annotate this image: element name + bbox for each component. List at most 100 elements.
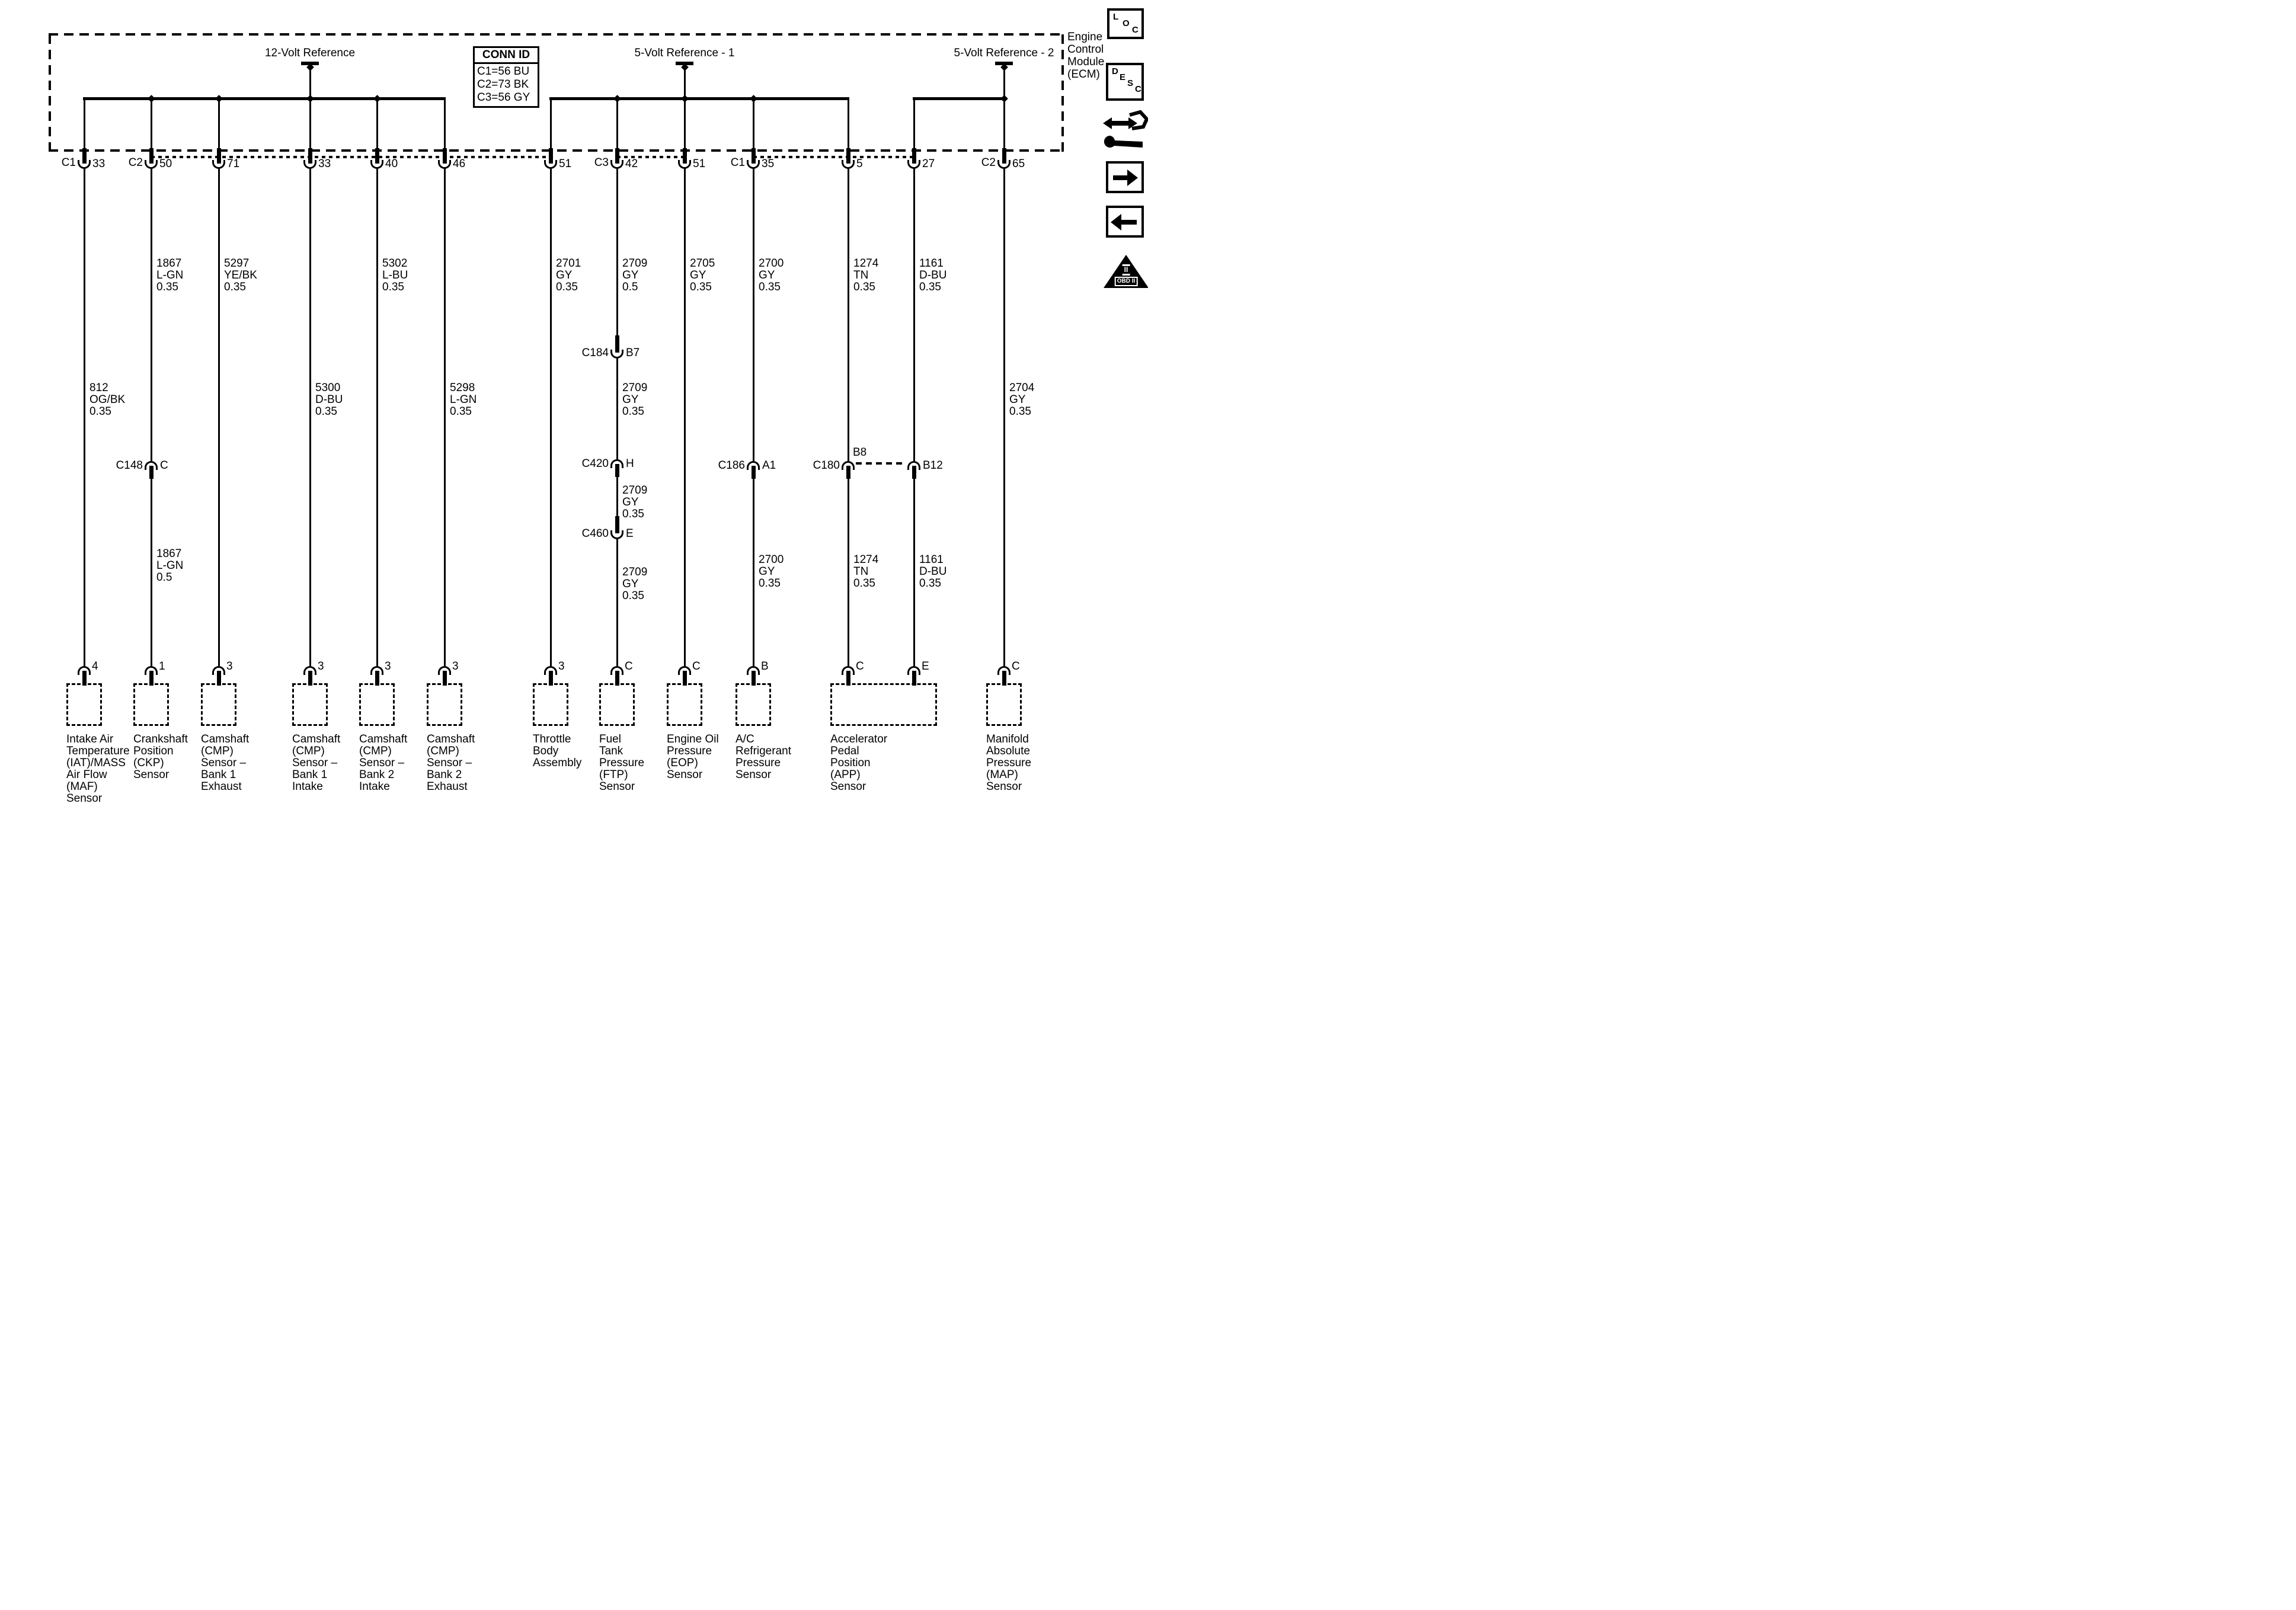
inline-connector-pin: H [626,457,634,470]
pin-stub [615,464,619,477]
pin-stub [216,671,221,686]
device-label: Accelerator [830,733,888,745]
ecm-pin-number: 71 [227,158,240,170]
device-label: Pressure [986,757,1032,769]
device-label: Absolute [986,745,1030,757]
pin-stub [82,148,87,164]
circuit-wire [83,97,85,666]
ecm-label: Engine Control Module (ECM) [1067,31,1104,81]
device-label: Pressure [599,757,645,769]
inline-connector-pin: B7 [626,347,640,359]
pin-stub [912,671,916,686]
pin-stub [682,148,687,164]
connector-socket-icon [747,461,760,470]
diagnostic-tool-icon[interactable] [1101,109,1148,154]
diag-letter: C [1135,84,1141,94]
back-button[interactable] [1106,206,1144,238]
wire-circuit-label: 0.35 [556,281,578,293]
conn-id-title: CONN ID [475,48,538,64]
wire-circuit-label: 0.35 [382,281,404,293]
device-label: Pressure [667,745,712,757]
device-label: Sensor – [427,757,472,769]
ecm-connector-name: C1 [730,156,745,169]
ecm-label-line: Engine [1067,31,1103,43]
pin-stub [751,671,756,686]
ecm-pin-number: 42 [625,158,638,170]
wire-circuit-label: 0.35 [450,405,472,418]
device-box [427,683,462,726]
bus [549,97,849,100]
pin-stub [1002,671,1006,686]
wire-circuit-label: 0.35 [622,508,644,520]
ecm-connector-name: C3 [594,156,609,169]
reference-label: 5-Volt Reference - 1 [634,47,735,59]
device-label: Intake [292,780,323,793]
inline-connector-name: C184 [581,347,609,359]
obd2-badge[interactable]: II OBD II [1104,255,1148,288]
diag-letter: S [1127,78,1134,88]
device-pin-number: B [761,660,769,673]
device-box [201,683,236,726]
inline-connector-name: C420 [581,457,609,470]
wire-circuit-label: 1867 [156,257,182,270]
pin-stub [149,466,154,479]
device-box [292,683,328,726]
inline-connector-name: C180 [813,459,840,472]
wire-circuit-label: 1274 [853,553,879,566]
connector-socket-icon [678,160,691,169]
device-label: Sensor [599,780,635,793]
wire-circuit-label: GY [622,578,639,590]
ecm-pin-number: 5 [856,158,863,170]
connector-socket-icon [842,461,855,470]
connector-socket-icon [610,666,623,675]
ecm-pin-number: 51 [559,158,572,170]
connector-group-line [753,156,914,158]
wire-circuit-label: 2709 [622,257,648,270]
device-pin-number: 3 [226,660,233,673]
connector-socket-icon [678,666,691,675]
conn-id-row: C2=73 BK [477,78,529,91]
device-pin-number: 3 [318,660,324,673]
wire-circuit-label: 0.35 [853,577,875,590]
connector-socket-icon [370,160,383,169]
device-label: Body [533,745,559,757]
ecm-label-line: Module [1067,56,1105,68]
wire-circuit-label: 0.35 [690,281,712,293]
wiring-diagram-canvas: CONN ID C1=56 BU C2=73 BK C3=56 GY Engin… [0,0,1148,811]
device-label: Position [830,757,871,769]
circuit-wire [616,97,618,666]
next-button[interactable] [1106,161,1144,193]
connector-socket-icon [610,530,623,539]
ecm-pin-number: 33 [318,158,331,170]
device-label: Air Flow [66,769,107,781]
device-pin-number: 1 [159,660,165,673]
device-label: (IAT)/MASS [66,757,126,769]
wire-circuit-label: 1161 [919,257,944,270]
connector-socket-icon [747,666,760,675]
connector-socket-icon [842,160,855,169]
device-label: Sensor [133,769,170,781]
pin-stub [216,148,221,164]
ecm-pin-number: 51 [693,158,706,170]
pin-stub [375,671,379,686]
device-box [736,683,771,726]
c180-link-line [856,462,906,465]
wire-circuit-label: 0.35 [89,405,111,418]
device-label: Sensor [66,792,103,805]
ecm-pin-number: 33 [92,158,105,170]
device-label: Fuel [599,733,621,745]
device-label: Intake [359,780,390,793]
right-arrow-icon [1113,175,1128,180]
wire-circuit-label: GY [1009,393,1026,406]
pin-stub [615,148,619,164]
device-box [667,683,702,726]
connector-socket-icon [997,160,1011,169]
device-pin-number: 4 [92,660,98,673]
device-label: Crankshaft [133,733,188,745]
connector-socket-icon [145,160,158,169]
obd2-numeral: II [1122,264,1130,276]
pin-stub [548,148,553,164]
reference-label: 5-Volt Reference - 2 [954,47,1054,59]
